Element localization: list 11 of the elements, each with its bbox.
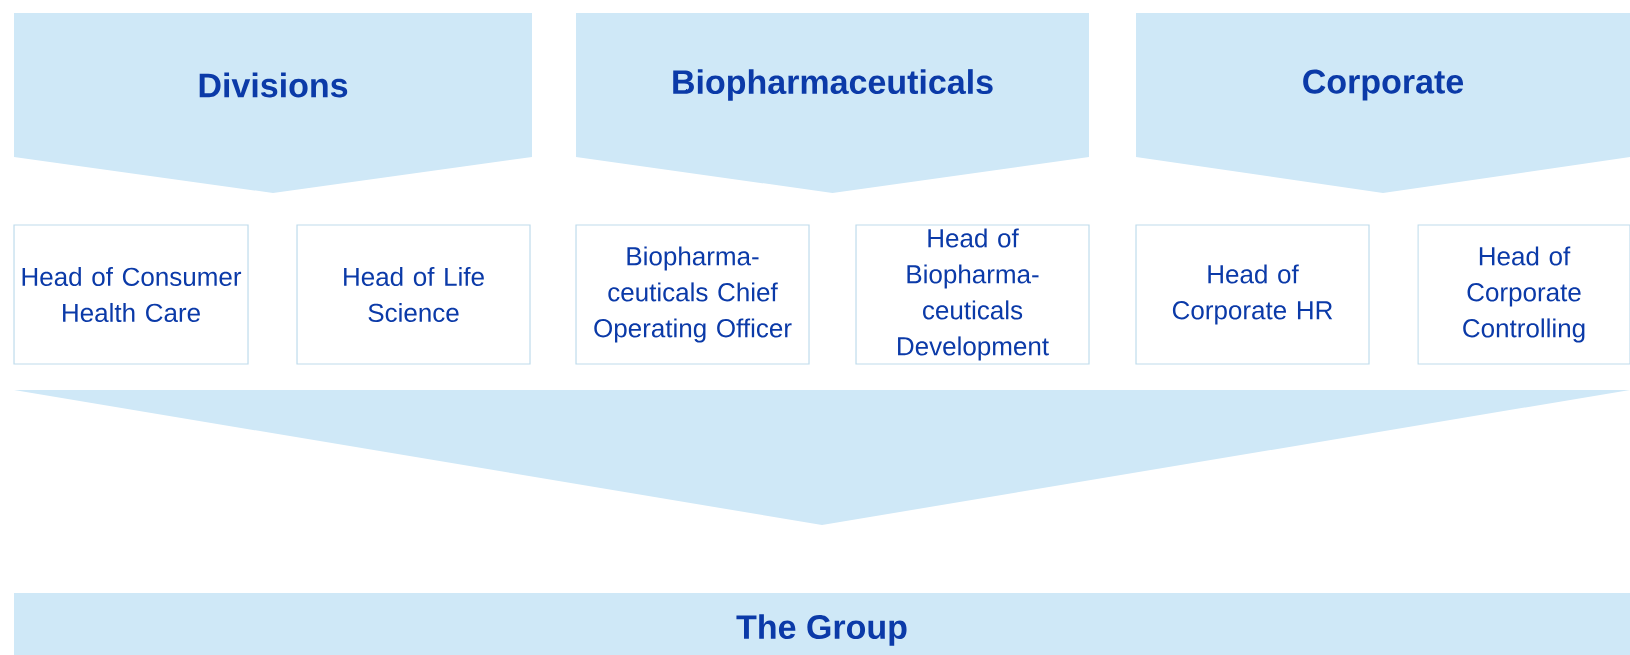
role-box: Head of Consumer Health Care: [13, 224, 249, 365]
role-box: Head of Biopharma- ceuticals Development: [855, 224, 1090, 365]
role-box: Head of Corporate Controlling: [1417, 224, 1630, 365]
role-box: Head of Corporate HR: [1135, 224, 1370, 365]
role-box: Head of Life Science: [296, 224, 531, 365]
chevron-banner: Corporate: [1136, 13, 1630, 193]
chevron-banner: Biopharmaceuticals: [576, 13, 1089, 193]
group-band: The Group: [14, 593, 1630, 655]
role-box: Biopharma- ceuticals Chief Operating Officer: [575, 224, 810, 365]
chevron-banner: Divisions: [14, 13, 532, 193]
chevron-arrow: [14, 390, 1630, 525]
